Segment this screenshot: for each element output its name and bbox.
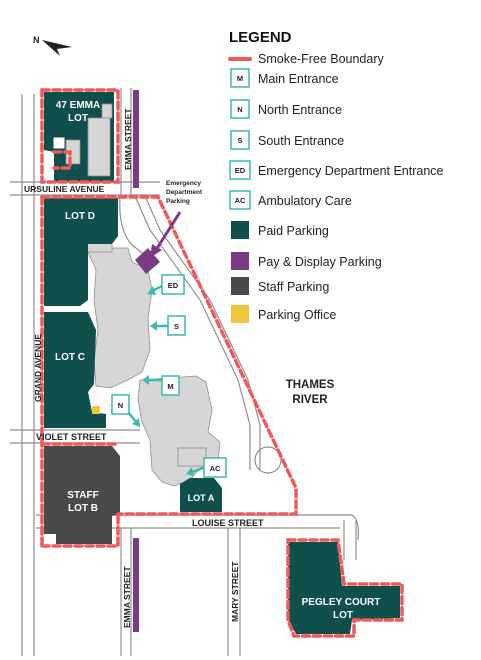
lot-a [180, 478, 222, 512]
s-entrance-code: S [174, 322, 179, 331]
violet-street-label: VIOLET STREET [36, 432, 107, 442]
lot-a-label: LOT A [188, 493, 215, 503]
ed-entrance-arrowhead-icon [147, 286, 156, 295]
ed-parking-note-3: Parking [166, 198, 190, 205]
s-entrance-marker [167, 315, 186, 336]
ed-parking-pointer-head-icon [150, 244, 162, 258]
pay-display-parking [135, 248, 160, 274]
legend-north-label: North Entrance [258, 103, 342, 117]
entrance-markers: ED S M N AC [111, 274, 227, 478]
legend-boundary-label: Smoke-Free Boundary [258, 52, 385, 66]
north-arrow: N [33, 35, 72, 56]
lot-d-label: LOT D [65, 211, 95, 222]
north-arrow-icon [42, 40, 72, 56]
ursuline-avenue-label: URSULINE AVENUE [24, 184, 105, 194]
north-label: N [33, 35, 40, 45]
legend-ed-label: Emergency Department Entrance [258, 164, 444, 178]
legend-staff-swatch [231, 277, 249, 295]
ac-entrance-code: AC [210, 464, 221, 473]
legend-title: LEGEND [229, 29, 292, 46]
ed-parking-pointer-icon [154, 211, 182, 251]
louise-street-label: LOUISE STREET [192, 518, 264, 528]
legend-paid-swatch [231, 221, 249, 239]
staff-lot-b [44, 446, 120, 544]
legend-paydisplay-label: Pay & Display Parking [258, 255, 382, 269]
legend-ed-swatch [229, 160, 251, 180]
pegley-label-1: PEGLEY COURT [302, 597, 381, 608]
lot-47-emma-label-1: 47 EMMA [56, 100, 100, 111]
legend-ac-label: Ambulatory Care [258, 194, 352, 208]
m-entrance-arrowhead-icon [142, 375, 149, 385]
legend-main-code: M [237, 74, 243, 83]
legend-ac-code: AC [235, 196, 246, 205]
legend-staff-label: Staff Parking [258, 280, 329, 294]
m-entrance-code: M [167, 382, 173, 391]
n-entrance-arrowhead-icon [132, 418, 140, 427]
ed-entrance-marker [161, 274, 185, 295]
n-entrance-code: N [118, 401, 123, 410]
legend-office-swatch [231, 305, 249, 323]
river-label-1: THAMES [286, 379, 335, 391]
legend-south-code: S [237, 136, 242, 145]
legend-south-swatch [230, 130, 250, 150]
parking-office [92, 406, 100, 414]
ac-entrance-arrowhead-icon [186, 467, 194, 476]
legend-north-code: N [237, 105, 242, 114]
legend-ac-swatch [229, 190, 251, 210]
hospital-building [85, 231, 221, 487]
staff-lot-label-2: LOT B [68, 503, 98, 514]
ac-entrance-marker [203, 457, 227, 478]
legend-office-label: Parking Office [258, 308, 336, 322]
pay-display-strip-emma-bottom [133, 538, 139, 632]
legend-paid-label: Paid Parking [258, 224, 329, 238]
lot-d [44, 198, 118, 306]
legend-main-swatch [230, 68, 250, 88]
legend-paydisplay-swatch [231, 252, 249, 270]
emma-street-bottom-label: EMMA STREET [122, 566, 132, 628]
lot-47-emma-label-2: LOT [68, 113, 88, 124]
river-label-2: RIVER [292, 394, 328, 406]
parking-lots [44, 90, 400, 634]
lot-c-label: LOT C [55, 352, 85, 363]
pegley-court-lot [288, 542, 400, 634]
pay-display-strip-emma-top [133, 90, 139, 188]
smoke-free-boundary [40, 88, 404, 638]
s-entrance-arrowhead-icon [150, 321, 157, 331]
legend-main-label: Main Entrance [258, 72, 339, 86]
pegley-label-2: LOT [333, 610, 353, 621]
mary-street-label: MARY STREET [230, 561, 240, 622]
ed-parking-note-1: Emergency [166, 180, 201, 187]
n-entrance-marker [111, 394, 130, 415]
staff-lot-label-1: STAFF [67, 490, 98, 501]
ac-entrance-arrow-icon [191, 466, 205, 474]
road-network [10, 88, 359, 656]
ed-parking-note-2: Department [166, 189, 203, 196]
legend-south-label: South Entrance [258, 134, 344, 148]
m-entrance-marker [161, 375, 180, 396]
ed-entrance-code: ED [168, 281, 179, 290]
lot-c [44, 312, 106, 428]
grand-avenue-label: GRAND AVENUE [33, 334, 43, 402]
legend: LEGEND Smoke-Free Boundary M Main Entran… [228, 29, 444, 323]
legend-ed-code: ED [235, 166, 246, 175]
emma-street-top-label: EMMA STREET [123, 108, 133, 170]
legend-north-swatch [230, 99, 250, 119]
